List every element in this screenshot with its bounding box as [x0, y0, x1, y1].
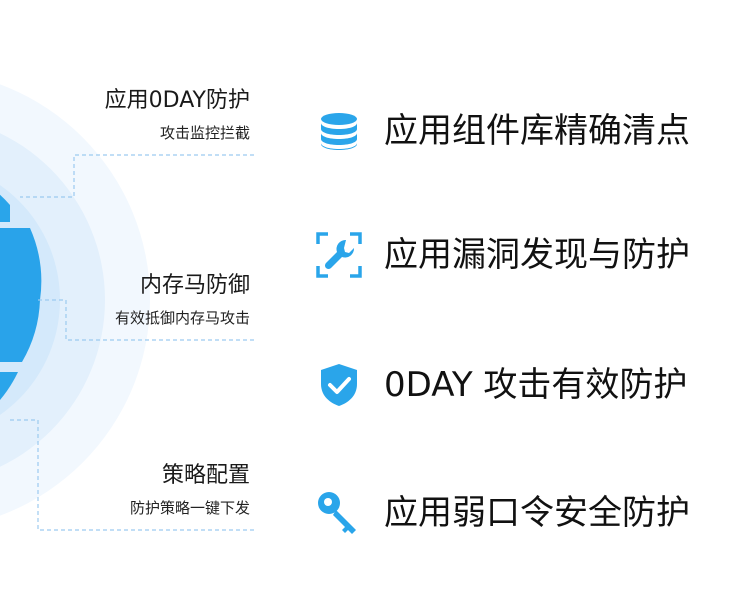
ring-segment-middle [0, 228, 42, 362]
feature-text: 0DAY 攻击有效防护 [384, 365, 688, 405]
feature-0day-defense: 0DAY 攻击有效防护 [316, 362, 687, 408]
label-policy-config: 策略配置 防护策略一键下发 [130, 465, 250, 516]
label-title: 应用0DAY防护 [104, 88, 250, 113]
wrench-scan-icon [316, 232, 362, 278]
label-title: 策略配置 [161, 463, 250, 488]
label-0day-protection: 应用0DAY防护 攻击监控拦截 [105, 90, 250, 141]
feature-text: 应用组件库精确清点 [384, 111, 690, 151]
feature-vuln-protection: 应用漏洞发现与防护 [316, 232, 690, 278]
connector-line-3 [10, 419, 254, 531]
feature-text: 应用漏洞发现与防护 [384, 235, 690, 275]
feature-text: 应用弱口令安全防护 [384, 493, 690, 533]
feature-weak-password: 应用弱口令安全防护 [316, 490, 690, 536]
feature-component-inventory: 应用组件库精确清点 [316, 108, 690, 154]
label-title: 内存马防御 [139, 273, 250, 298]
key-icon [316, 490, 362, 536]
connector-line-1 [20, 154, 254, 198]
shield-check-icon [316, 362, 362, 408]
label-memshell-defense: 内存马防御 有效抵御内存马攻击 [115, 275, 250, 326]
database-icon [316, 108, 362, 154]
ring-segment-top [0, 194, 10, 222]
label-subtitle: 有效抵御内存马攻击 [114, 309, 250, 327]
label-subtitle: 攻击监控拦截 [159, 124, 250, 142]
ring-segment-bottom [0, 372, 18, 400]
label-subtitle: 防护策略一键下发 [129, 499, 250, 517]
connector-line-2 [38, 299, 254, 341]
